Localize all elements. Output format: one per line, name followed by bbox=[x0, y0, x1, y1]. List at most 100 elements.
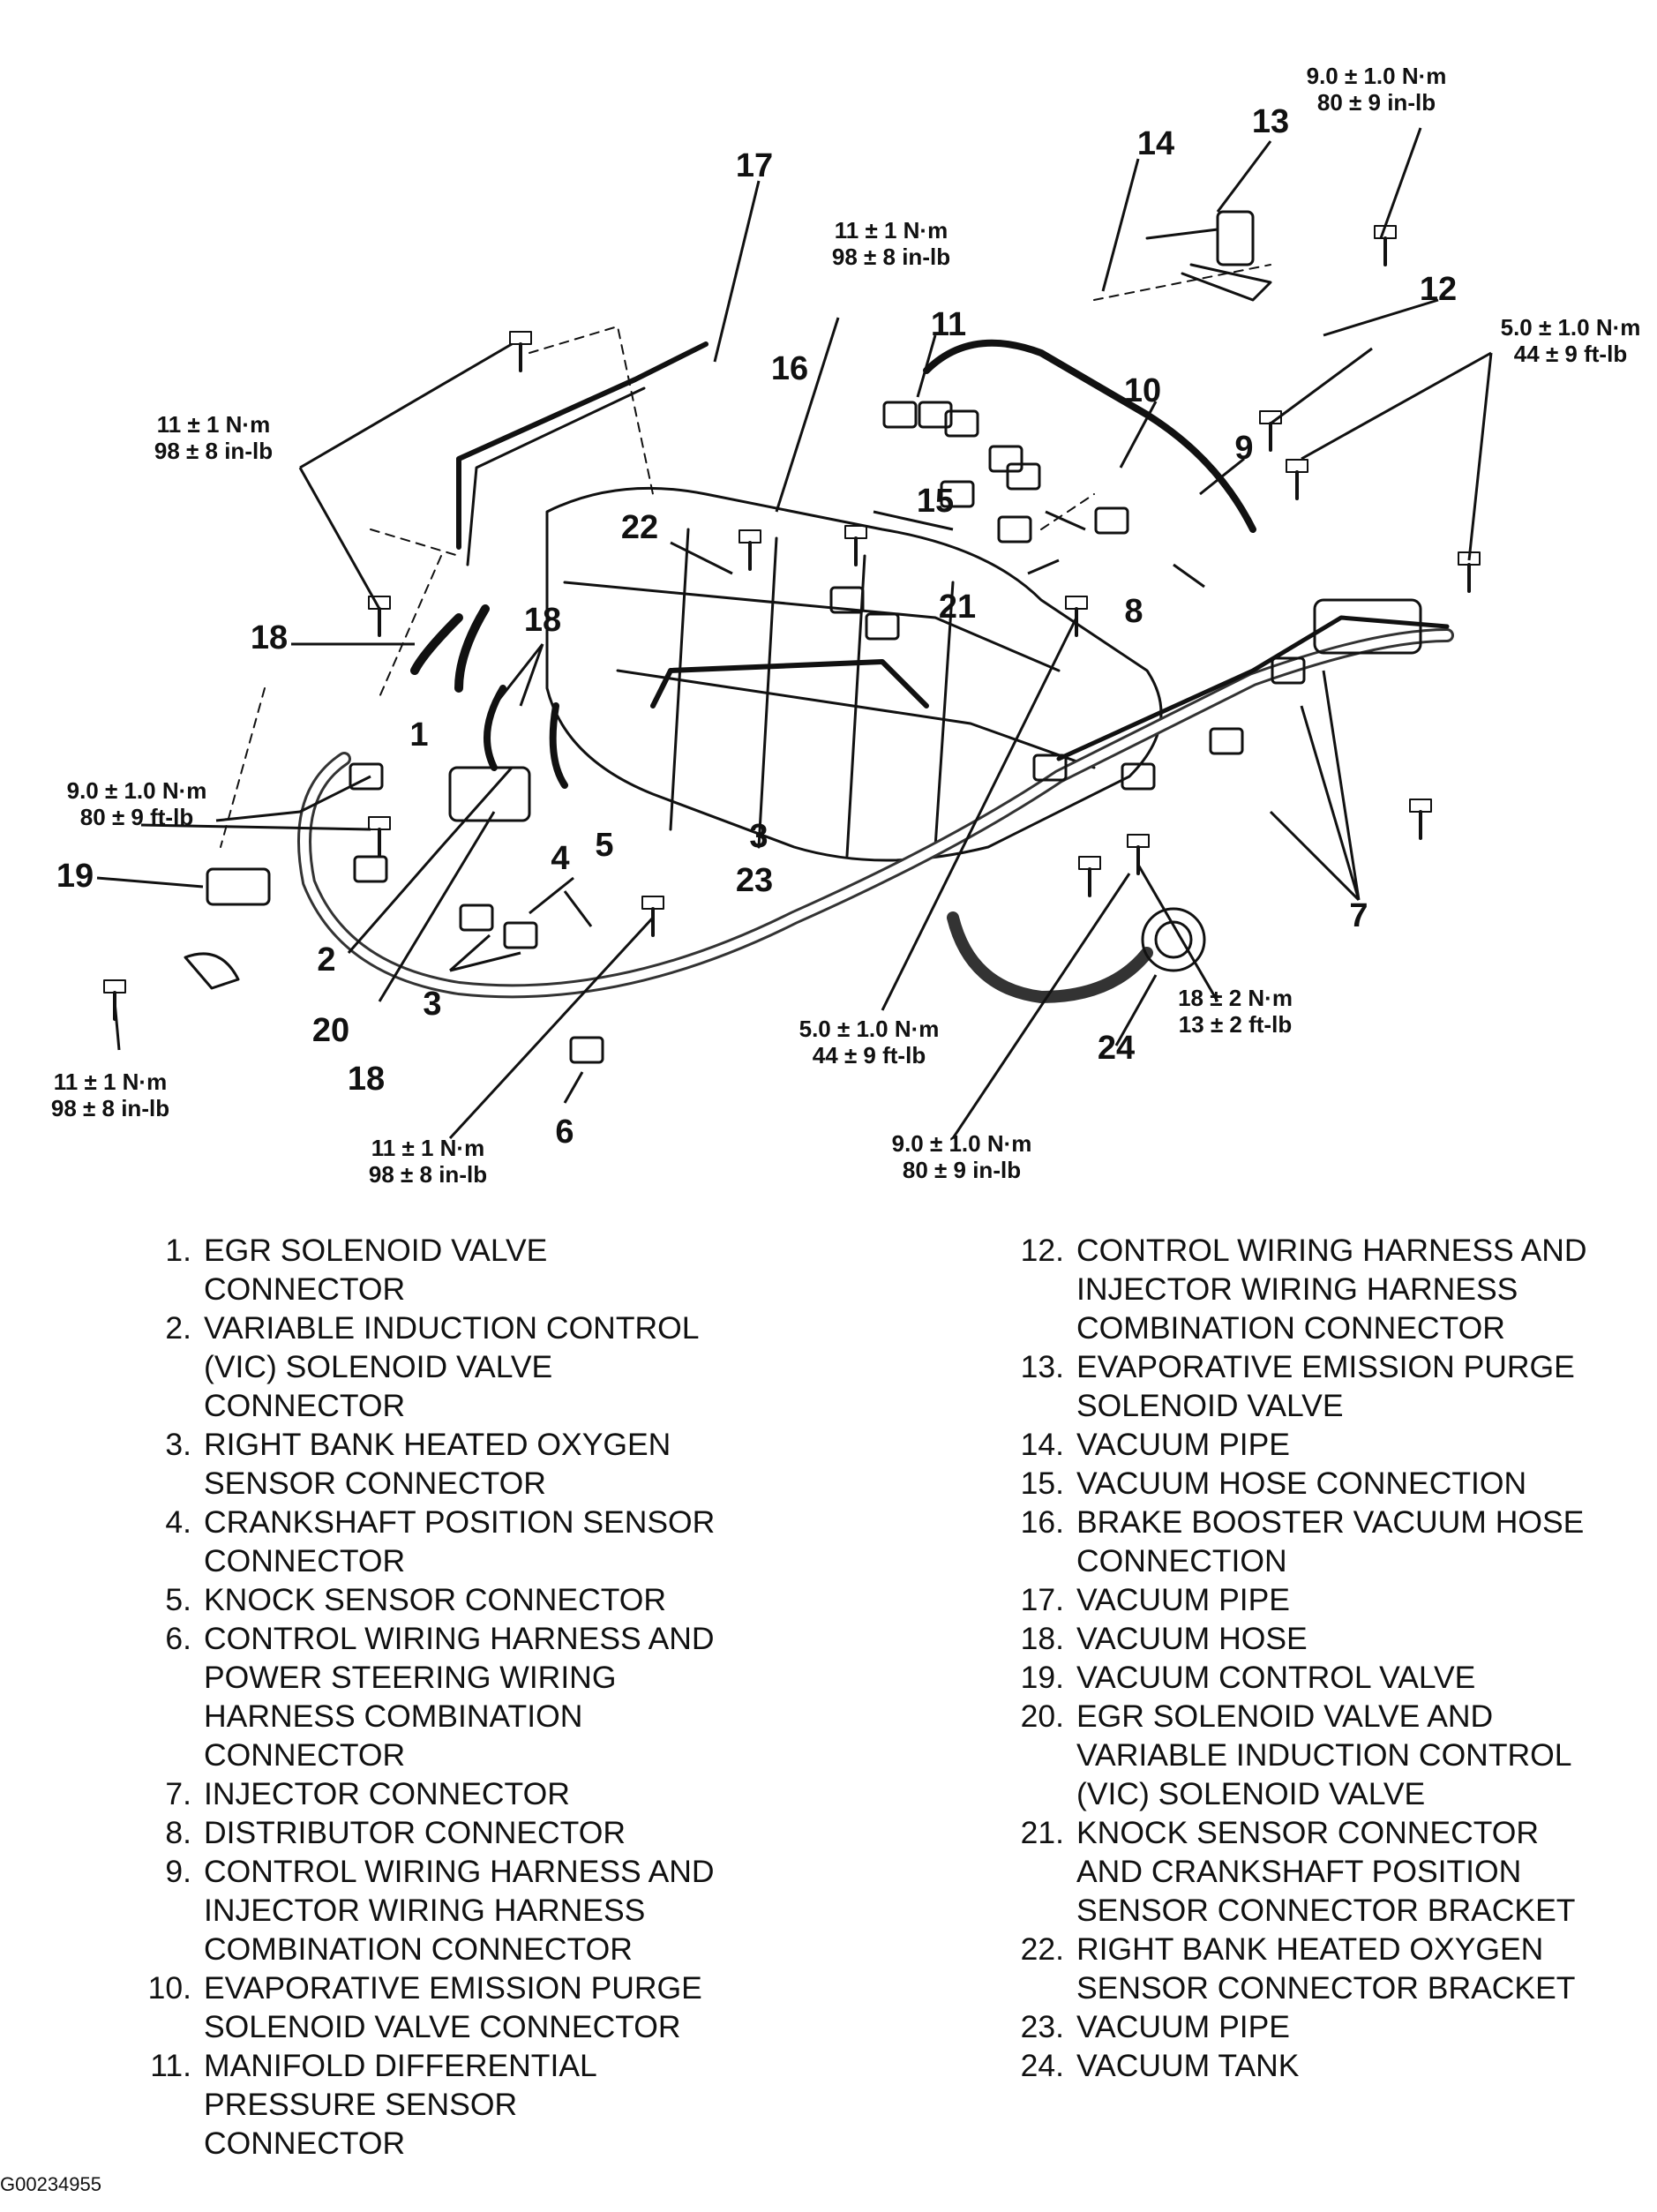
leader-line bbox=[449, 934, 521, 972]
legend-item-number: 3. bbox=[165, 1427, 191, 1462]
leader-line bbox=[1216, 140, 1272, 213]
connector-shape bbox=[944, 409, 979, 438]
legend-item-number: 19. bbox=[1020, 1660, 1064, 1695]
callout-number: 3 bbox=[423, 986, 441, 1023]
legend-item: 16.BRAKE BOOSTER VACUUM HOSE CONNECTION bbox=[1006, 1503, 1641, 1580]
legend-item-number: 4. bbox=[165, 1504, 191, 1540]
harness-branch bbox=[947, 911, 1153, 1003]
legend-item-number: 16. bbox=[1020, 1504, 1064, 1540]
purge-solenoid-body bbox=[1216, 210, 1255, 266]
connector-shape bbox=[865, 612, 900, 641]
legend-item-text: EGR SOLENOID VALVE CONNECTOR bbox=[204, 1233, 548, 1307]
legend-item: 5.KNOCK SENSOR CONNECTOR bbox=[128, 1580, 763, 1619]
legend-item-text: KNOCK SENSOR CONNECTOR AND CRANKSHAFT PO… bbox=[1076, 1815, 1576, 1928]
torque-spec-line: 13 ± 2 ft-lb bbox=[1179, 1011, 1292, 1038]
legend-item-text: CONTROL WIRING HARNESS AND INJECTOR WIRI… bbox=[204, 1854, 715, 1967]
legend-item-number: 18. bbox=[1020, 1621, 1064, 1656]
callout-number: 12 bbox=[1420, 271, 1457, 308]
bolt bbox=[1374, 225, 1397, 266]
purge-solenoid-bracket bbox=[1145, 228, 1272, 302]
upper-harness bbox=[923, 339, 1256, 533]
legend-item: 21.KNOCK SENSOR CONNECTOR AND CRANKSHAFT… bbox=[1006, 1813, 1641, 1930]
legend-item: 19. VACUUM CONTROL VALVE bbox=[1006, 1658, 1641, 1697]
torque-spec-line: 11 ± 1 N·m bbox=[157, 411, 270, 438]
leader-line bbox=[713, 180, 761, 363]
leader-line bbox=[1379, 127, 1422, 239]
leader-lines bbox=[96, 127, 1493, 1140]
connector-shape bbox=[940, 480, 975, 508]
leader-line bbox=[347, 767, 514, 954]
torque-spec-line: 11 ± 1 N·m bbox=[54, 1069, 167, 1095]
torque-spec-line: 44 ± 9 ft-lb bbox=[813, 1042, 926, 1069]
leader-line bbox=[1173, 563, 1205, 589]
callout-number: 13 bbox=[1252, 103, 1289, 140]
callout-number: 18 bbox=[524, 602, 561, 639]
connector-shape bbox=[503, 921, 538, 949]
callout-number: 18 bbox=[251, 619, 288, 656]
legend-item: 9.CONTROL WIRING HARNESS AND INJECTOR WI… bbox=[128, 1852, 763, 1968]
callout-number: 7 bbox=[1349, 897, 1368, 934]
callout-number: 2 bbox=[317, 941, 335, 979]
torque-spec-line: 9.0 ± 1.0 N·m bbox=[1307, 63, 1447, 89]
bolt bbox=[1458, 551, 1481, 593]
legend-item: 22.RIGHT BANK HEATED OXYGEN SENSOR CONNE… bbox=[1006, 1930, 1641, 2007]
leader-line bbox=[563, 1071, 584, 1104]
reference-dashes bbox=[220, 555, 442, 848]
leader-line bbox=[1269, 670, 1361, 902]
leader-line bbox=[775, 317, 840, 513]
legend-item-text: VACUUM PIPE bbox=[1076, 1582, 1290, 1617]
legend-item-number: 17. bbox=[1020, 1582, 1064, 1617]
legend-item-number: 8. bbox=[165, 1815, 191, 1850]
callout-number: 22 bbox=[621, 509, 658, 546]
leader-line bbox=[563, 890, 593, 927]
bolt bbox=[368, 596, 391, 637]
vacuum-hose-18b bbox=[484, 685, 568, 789]
legend-item: 24.VACUUM TANK bbox=[1006, 2046, 1641, 2085]
leader-line bbox=[96, 876, 204, 889]
figure-code: G00234955 bbox=[0, 2173, 101, 2195]
callout-number: 1 bbox=[409, 716, 428, 754]
legend-item-text: VACUUM HOSE CONNECTION bbox=[1076, 1466, 1527, 1501]
leader-line bbox=[1199, 457, 1245, 496]
legend-item-text: VACUUM CONTROL VALVE bbox=[1076, 1660, 1476, 1695]
leader-line bbox=[215, 775, 371, 822]
fuel-rail bbox=[1056, 615, 1450, 761]
legend-item-number: 24. bbox=[1020, 2048, 1064, 2083]
legend-item-text: KNOCK SENSOR CONNECTOR bbox=[204, 1582, 667, 1617]
torque-spec-line: 98 ± 8 in-lb bbox=[832, 244, 950, 270]
connector-shape bbox=[1209, 727, 1244, 755]
wiring-harness-inner bbox=[300, 631, 1451, 996]
legend-item: 17. VACUUM PIPE bbox=[1006, 1580, 1641, 1619]
manifold-ports bbox=[669, 528, 955, 858]
legend-item: 10.EVAPORATIVE EMISSION PURGE SOLENOID V… bbox=[128, 1968, 763, 2046]
connector-shape bbox=[829, 586, 865, 614]
legend-item-text: CRANKSHAFT POSITION SENSOR CONNECTOR bbox=[204, 1504, 716, 1578]
callout-number: 11 bbox=[931, 306, 966, 343]
callout-number: 9 bbox=[1234, 430, 1253, 467]
callout-number: 8 bbox=[1124, 593, 1143, 630]
leader-line bbox=[1101, 158, 1140, 292]
torque-spec-line: 98 ± 8 in-lb bbox=[369, 1161, 487, 1188]
legend-item: 7.INJECTOR CONNECTOR bbox=[128, 1774, 763, 1813]
legend-item-text: CONTROL WIRING HARNESS AND POWER STEERIN… bbox=[204, 1621, 715, 1773]
legend-item-text: CONTROL WIRING HARNESS AND INJECTOR WIRI… bbox=[1076, 1233, 1587, 1346]
vacuum-hose-18 bbox=[410, 604, 490, 693]
manifold-runner bbox=[616, 669, 1096, 769]
vacuum-pipe-23 bbox=[650, 659, 929, 709]
legend-item-text: EVAPORATIVE EMISSION PURGE SOLENOID VALV… bbox=[1076, 1349, 1575, 1423]
legend-item: 18.VACUUM HOSE bbox=[1006, 1619, 1641, 1658]
leader-line bbox=[140, 823, 371, 831]
callout-number: 10 bbox=[1124, 372, 1161, 409]
legend-item-text: DISTRIBUTOR CONNECTOR bbox=[204, 1815, 626, 1850]
connector-shape bbox=[349, 762, 384, 791]
legend-item-text: INJECTOR CONNECTOR bbox=[204, 1776, 570, 1811]
vacuum-control-valve bbox=[206, 867, 271, 906]
legend-item-text: VARIABLE INDUCTION CONTROL (VIC) SOLENOI… bbox=[204, 1310, 700, 1423]
leader-line bbox=[873, 510, 1086, 575]
